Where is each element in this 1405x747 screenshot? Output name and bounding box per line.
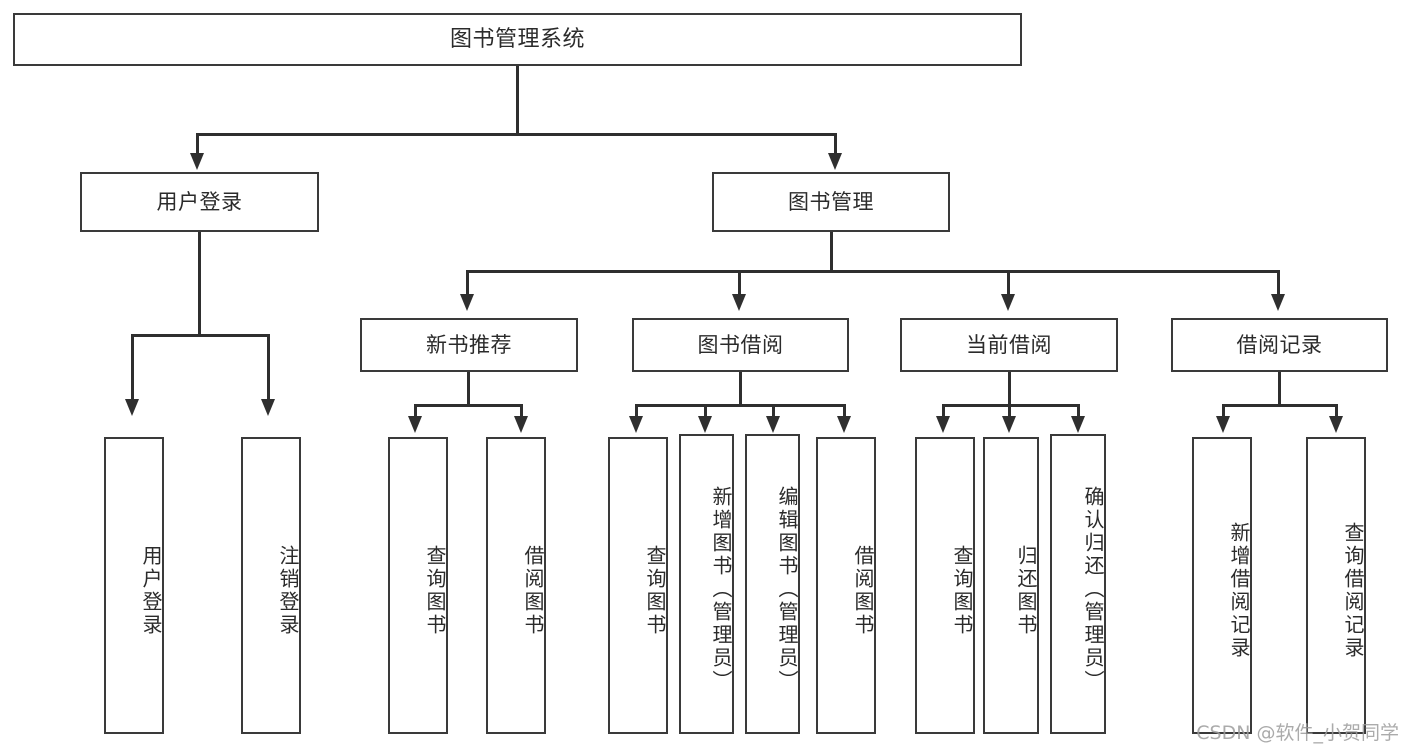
node-book-borrow[interactable]: 图书借阅 <box>632 318 849 372</box>
arrowhead-leaf-cur-return <box>1002 416 1016 433</box>
connector-root-drop-right <box>834 133 837 155</box>
connector-nbr-bus <box>414 404 523 407</box>
arrowhead-book-manage <box>828 153 842 170</box>
connector-bm-drop-3 <box>1007 270 1010 296</box>
connector-br-bus <box>1222 404 1338 407</box>
node-borrow-record[interactable]: 借阅记录 <box>1171 318 1388 372</box>
connector-cb-drop-2 <box>1008 404 1011 418</box>
node-label: 确认归还（管理员） <box>1081 485 1105 693</box>
connector-bm-drop-4 <box>1277 270 1280 296</box>
node-label: 注销登录 <box>276 544 300 637</box>
connector-bb-drop-4 <box>843 404 846 418</box>
node-label: 查询借阅记录 <box>1341 521 1365 660</box>
node-label: 新增图书（管理员） <box>709 485 733 693</box>
arrowhead-leaf-rec-query <box>408 416 422 433</box>
node-leaf-user-login[interactable]: 用户登录 <box>104 437 164 734</box>
node-leaf-rec-query2[interactable]: 查询借阅记录 <box>1306 437 1366 734</box>
arrowhead-user-login <box>190 153 204 170</box>
connector-bm-drop-1 <box>466 270 469 296</box>
connector-user-login-stem <box>198 232 201 336</box>
node-book-manage[interactable]: 图书管理 <box>712 172 950 232</box>
connector-root-bus <box>196 133 837 136</box>
node-user-login[interactable]: 用户登录 <box>80 172 319 232</box>
node-leaf-cur-query[interactable]: 查询图书 <box>915 437 975 734</box>
node-label: 查询图书 <box>950 544 974 637</box>
connector-book-manage-stem <box>830 232 833 272</box>
node-leaf-borrow-borrow[interactable]: 借阅图书 <box>816 437 876 734</box>
arrowhead-leaf-rec-query2 <box>1329 416 1343 433</box>
connector-cb-drop-3 <box>1077 404 1080 418</box>
connector-book-manage-bus <box>466 270 1280 273</box>
node-leaf-rec-borrow[interactable]: 借阅图书 <box>486 437 546 734</box>
connector-root-drop-left <box>196 133 199 155</box>
arrowhead-new-book-rec <box>460 294 474 311</box>
node-leaf-borrow-add[interactable]: 新增图书（管理员） <box>679 434 734 734</box>
node-label: 借阅图书 <box>521 544 545 637</box>
connector-root-stem <box>516 66 519 134</box>
arrowhead-leaf-borrow-edit <box>766 416 780 433</box>
node-root-system[interactable]: 图书管理系统 <box>13 13 1022 66</box>
connector-nbr-stem <box>467 372 470 406</box>
node-label: 查询图书 <box>643 544 667 637</box>
connector-nbr-drop-2 <box>520 404 523 418</box>
connector-bb-stem <box>739 372 742 406</box>
node-current-borrow[interactable]: 当前借阅 <box>900 318 1118 372</box>
arrowhead-leaf-user-login <box>125 399 139 416</box>
arrowhead-book-borrow <box>732 294 746 311</box>
connector-bb-bus <box>635 404 846 407</box>
node-label: 归还图书 <box>1014 544 1038 637</box>
connector-user-login-drop-1 <box>131 334 134 401</box>
node-leaf-cur-return[interactable]: 归还图书 <box>983 437 1039 734</box>
connector-br-drop-2 <box>1335 404 1338 418</box>
connector-bb-drop-3 <box>772 404 775 418</box>
connector-cb-bus <box>942 404 1080 407</box>
node-leaf-borrow-edit[interactable]: 编辑图书（管理员） <box>745 434 800 734</box>
arrowhead-leaf-borrow-borrow <box>837 416 851 433</box>
node-label: 图书管理系统 <box>449 26 585 52</box>
arrowhead-leaf-cur-query <box>936 416 950 433</box>
connector-bm-drop-2 <box>738 270 741 296</box>
node-new-book-rec[interactable]: 新书推荐 <box>360 318 578 372</box>
arrowhead-leaf-user-logout <box>261 399 275 416</box>
node-leaf-rec-query[interactable]: 查询图书 <box>388 437 448 734</box>
connector-br-drop-1 <box>1222 404 1225 418</box>
node-label: 图书管理 <box>788 189 874 214</box>
node-leaf-rec-add[interactable]: 新增借阅记录 <box>1192 437 1252 734</box>
arrowhead-leaf-borrow-add <box>698 416 712 433</box>
node-label: 用户登录 <box>156 189 243 214</box>
arrowhead-borrow-record <box>1271 294 1285 311</box>
arrowhead-leaf-cur-confirm <box>1071 416 1085 433</box>
connector-cb-drop-1 <box>942 404 945 418</box>
connector-user-login-drop-2 <box>267 334 270 401</box>
arrowhead-leaf-rec-borrow <box>514 416 528 433</box>
node-leaf-user-logout[interactable]: 注销登录 <box>241 437 301 734</box>
node-label: 用户登录 <box>139 544 163 637</box>
node-label: 借阅记录 <box>1236 332 1323 357</box>
node-leaf-cur-confirm[interactable]: 确认归还（管理员） <box>1050 434 1106 734</box>
connector-cb-stem <box>1008 372 1011 406</box>
node-label: 新书推荐 <box>426 332 512 357</box>
connector-nbr-drop-1 <box>414 404 417 418</box>
node-label: 借阅图书 <box>851 544 875 637</box>
connector-bb-drop-1 <box>635 404 638 418</box>
node-label: 新增借阅记录 <box>1227 521 1251 660</box>
arrowhead-leaf-borrow-query <box>629 416 643 433</box>
node-leaf-borrow-query[interactable]: 查询图书 <box>608 437 668 734</box>
node-label: 图书借阅 <box>697 332 784 357</box>
connector-br-stem <box>1278 372 1281 406</box>
arrowhead-leaf-rec-add <box>1216 416 1230 433</box>
connector-user-login-bus <box>131 334 270 337</box>
node-label: 编辑图书（管理员） <box>775 485 799 693</box>
connector-bb-drop-2 <box>704 404 707 418</box>
arrowhead-current-borrow <box>1001 294 1015 311</box>
node-label: 查询图书 <box>423 544 447 637</box>
node-label: 当前借阅 <box>966 332 1052 357</box>
